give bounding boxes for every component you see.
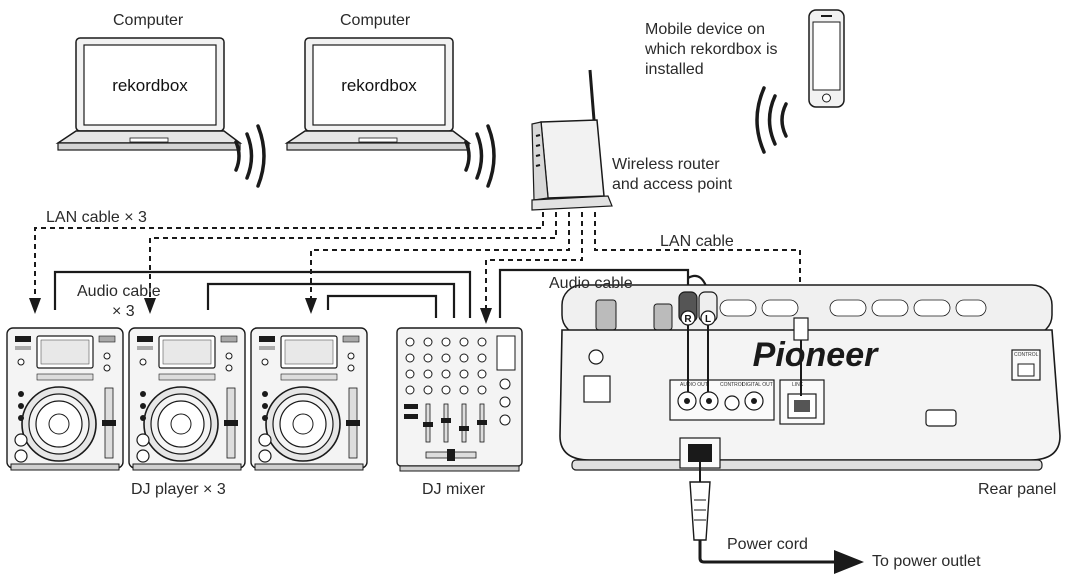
mobile-device-label-2: which rekordbox is [645,41,778,58]
rca-left-label: L [705,314,711,325]
brand-logo: Pioneer [753,336,879,374]
router-icon [531,69,613,211]
computer-label-1: Computer [113,12,184,29]
power-plug-icon [689,462,864,574]
dj-player-x3-label: DJ player × 3 [131,481,226,498]
panel-link-label: LINK [792,382,804,388]
mobile-device-label-3: installed [645,61,704,78]
rear-panel-icon: Pioneer AUDIO OUT CONTROL DIGITAL OUT LI… [559,284,1061,471]
audio-cable-x3-label-1: Audio cable [77,283,161,300]
laptop-icon-1: rekordbox [55,37,243,151]
power-cord-label: Power cord [727,536,808,553]
lan-plug-icon [793,317,809,396]
dj-mixer-icon [396,327,523,472]
router-label-1: Wireless router [612,156,720,173]
dj-player-icon-2 [128,327,246,471]
panel-usb-label: CONTROL [1014,352,1039,358]
router-label-2: and access point [612,176,733,193]
lan-cables [29,212,806,326]
lan-cable-x3-label: LAN cable × 3 [46,209,147,226]
rear-panel-label: Rear panel [978,481,1057,498]
dj-player-icon-1 [6,327,124,471]
lan-cable-label: LAN cable [660,233,734,250]
rca-plugs-icon: R L [678,291,718,392]
wifi-waves-icon-3 [755,86,788,154]
wifi-waves-icon-2 [464,124,496,188]
laptop-screen-label-1: rekordbox [112,76,188,95]
panel-control-label: CONTROL [720,382,745,388]
panel-digital-out-label: DIGITAL OUT [742,382,773,388]
rca-right-label: R [684,314,692,325]
dj-player-icon-3 [250,327,368,471]
panel-audio-out-label: AUDIO OUT [680,382,708,388]
wifi-waves-icon-1 [234,124,266,188]
audio-cable-label: Audio cable [549,275,633,292]
laptop-icon-2: rekordbox [284,37,472,151]
power-outlet-label: To power outlet [872,553,981,570]
laptop-screen-label-2: rekordbox [341,76,417,95]
smartphone-icon [808,9,845,108]
computer-label-2: Computer [340,12,411,29]
power-button-icon [588,349,604,365]
audio-cable-x3-label-2: × 3 [112,303,135,320]
mobile-device-label-1: Mobile device on [645,21,766,38]
dj-mixer-label: DJ mixer [422,481,486,498]
